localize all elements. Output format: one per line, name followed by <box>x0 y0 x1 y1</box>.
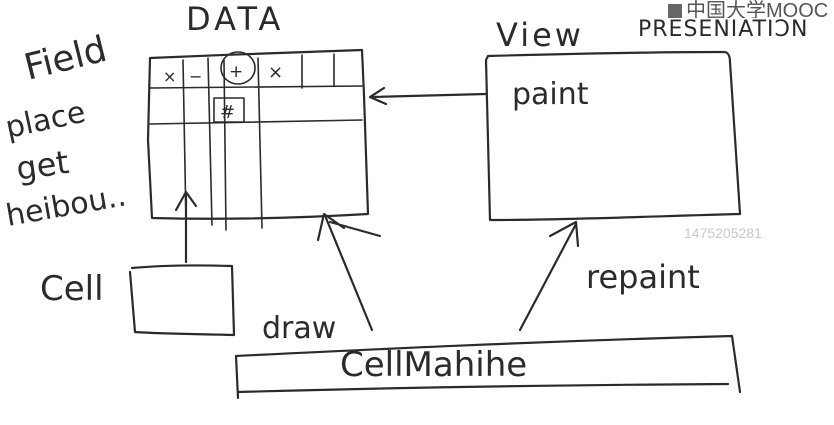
arrow-draw <box>316 212 382 332</box>
watermark-id: 1475205281 <box>684 225 762 241</box>
label-view: View <box>496 16 584 54</box>
cell-mark-x2: × <box>268 62 283 83</box>
label-presentation: PRESENIATIƆN <box>638 17 808 42</box>
label-get: get <box>14 143 71 188</box>
cell-mark-x1: × <box>163 67 176 86</box>
arrow-view-to-data <box>368 86 488 106</box>
logo-text: 中国大学MOOC <box>686 0 829 18</box>
data-grid <box>146 48 370 231</box>
logo-icon <box>668 4 682 18</box>
cell-machine-box <box>234 334 742 400</box>
cell-mark-minus: − <box>189 67 202 86</box>
view-box <box>484 50 742 222</box>
cell-mark-plus: + <box>229 62 243 82</box>
cell-mark-hash: # <box>220 102 235 123</box>
label-data: DATA <box>186 0 284 38</box>
arrow-repaint <box>518 220 580 332</box>
label-paint: paint <box>512 77 589 112</box>
cell-box <box>128 264 236 337</box>
label-field: Field <box>20 29 111 89</box>
label-repaint: repaint <box>586 258 700 296</box>
label-cell-machine: CellMahihe <box>340 345 527 385</box>
arrow-cell-to-data <box>174 190 198 264</box>
logo: 中国大学MOOC <box>668 0 834 18</box>
label-place: place <box>2 95 88 146</box>
label-cell: Cell <box>40 269 104 309</box>
label-draw: draw <box>262 311 336 346</box>
